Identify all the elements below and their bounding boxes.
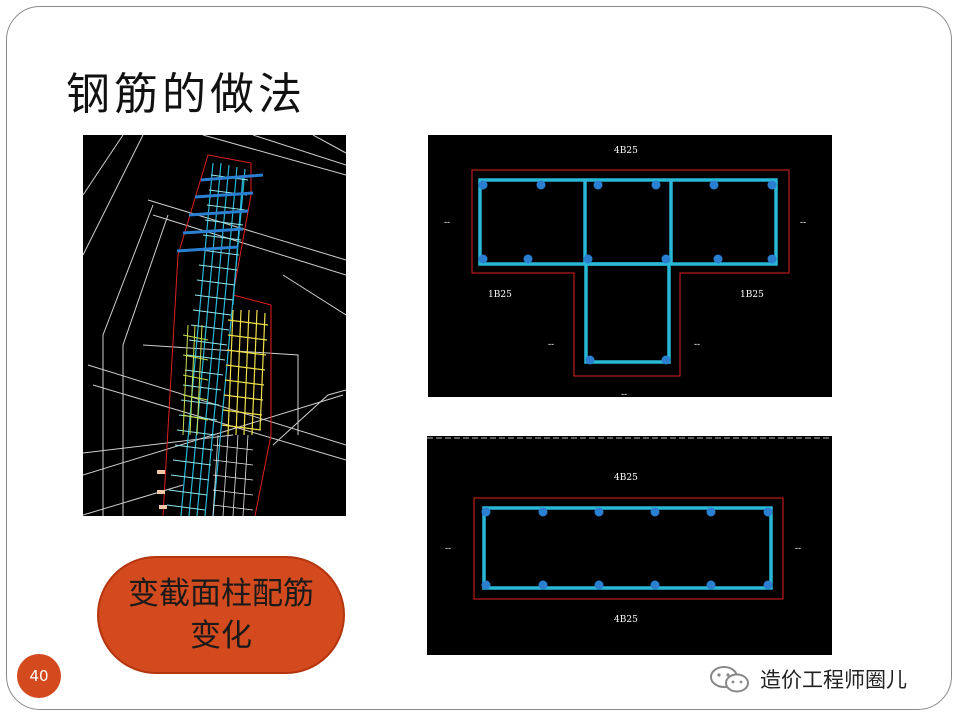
t-dash-right: -- [800, 218, 806, 228]
rect-section-view: 4B25 4B25 -- -- [427, 436, 832, 655]
t-dash-web-left: -- [548, 340, 554, 350]
rebar-3d-view [83, 135, 346, 516]
rect-bottom-label: 4B25 [614, 615, 638, 625]
rebar-stirrups [166, 174, 249, 511]
t-section-drawing: 4B25 -- -- 1B25 1B25 -- -- -- [444, 146, 806, 397]
watermark: 造价工程师圈儿 [708, 663, 907, 695]
t-right-flange-label: 1B25 [740, 290, 764, 300]
rect-section-outline [473, 497, 784, 600]
t-dash-web-right: -- [694, 340, 700, 350]
rebar-3d-drawing [83, 135, 346, 516]
page-number: 40 [17, 654, 61, 698]
rebar-cage-lower-white [212, 434, 254, 516]
caption-badge: 变截面柱配筋变化 [97, 556, 345, 674]
t-section-rebars [478, 180, 777, 365]
rect-top-label: 4B25 [614, 473, 638, 483]
rect-section-stirrup [482, 506, 773, 590]
rect-section-drawing: 4B25 4B25 -- -- [427, 437, 832, 625]
rebar-cage-lower-green [182, 324, 209, 436]
rect-section-rebars [481, 507, 773, 590]
rect-dash-left: -- [445, 544, 451, 554]
t-left-flange-label: 1B25 [488, 290, 512, 300]
rect-dash-right: -- [795, 544, 801, 554]
t-section-outline [471, 169, 790, 377]
rebar-ties-top [176, 173, 264, 253]
t-section-view: 4B25 -- -- 1B25 1B25 -- -- -- [428, 135, 832, 397]
wechat-icon [710, 666, 749, 693]
t-top-label: 4B25 [614, 146, 638, 156]
slide-title: 钢筋的做法 [66, 69, 306, 120]
watermark-text: 造价工程师圈儿 [760, 668, 907, 692]
rebar-cage-lower-yellow [221, 309, 269, 436]
t-dash-left: -- [444, 218, 450, 228]
t-section-stirrups [478, 178, 778, 364]
t-dash-bottom: -- [621, 390, 627, 397]
rebar-ends [157, 470, 167, 509]
